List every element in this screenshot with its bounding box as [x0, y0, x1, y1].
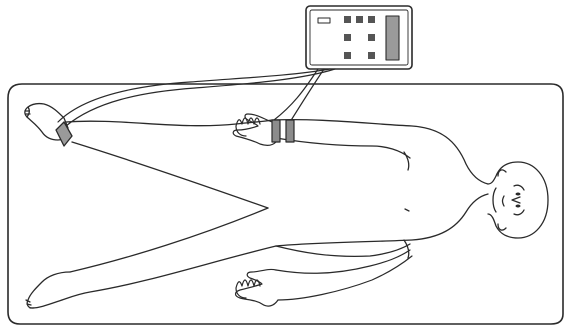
lower-foot [27, 272, 70, 308]
device-button [368, 52, 375, 59]
device-button [344, 34, 351, 41]
device-display [386, 16, 399, 60]
head-outline [488, 162, 548, 238]
device-button [356, 16, 363, 23]
eye [516, 205, 521, 208]
lower-hand [236, 250, 413, 306]
chin [493, 188, 496, 212]
lower-leg-inner [70, 208, 268, 272]
lower-forearm-edge [278, 256, 412, 300]
eye [516, 193, 521, 196]
upper-leg-inner [72, 142, 268, 208]
upper-hand-outline [233, 114, 276, 145]
device-button [368, 34, 375, 41]
upper-wrist-electrode-b [286, 120, 294, 142]
lower-arm [276, 244, 410, 256]
lower-fingers [236, 280, 260, 298]
ear-top [498, 170, 506, 176]
ankle-lead-wire [66, 69, 335, 126]
patient-head [488, 162, 548, 238]
lead-wires [58, 69, 335, 126]
upper-wrist-electrode-a [272, 120, 280, 142]
lower-forearm [276, 250, 410, 273]
patient-body [25, 104, 488, 308]
device-button [344, 52, 351, 59]
lower-toes [26, 300, 34, 308]
lower-hand-outline [236, 269, 279, 306]
eyebrow [514, 185, 524, 190]
device-button [344, 16, 351, 23]
lower-leg-outer [62, 246, 276, 300]
device-indicator-light [318, 18, 330, 23]
device-button [368, 16, 375, 23]
upper-ankle-electrode [56, 122, 72, 146]
nose [512, 197, 520, 203]
navel [405, 209, 409, 211]
ankle-lead-wire [58, 69, 330, 122]
recording-device [306, 6, 412, 69]
upper-hand [233, 114, 294, 145]
chest-line [404, 240, 409, 258]
ear-bottom [498, 224, 506, 230]
wrist-lead-wire [290, 69, 324, 122]
eyebrow [514, 210, 524, 215]
torso-upper-contour [272, 120, 488, 184]
torso-lower-contour [276, 194, 488, 246]
mouth [503, 196, 505, 206]
